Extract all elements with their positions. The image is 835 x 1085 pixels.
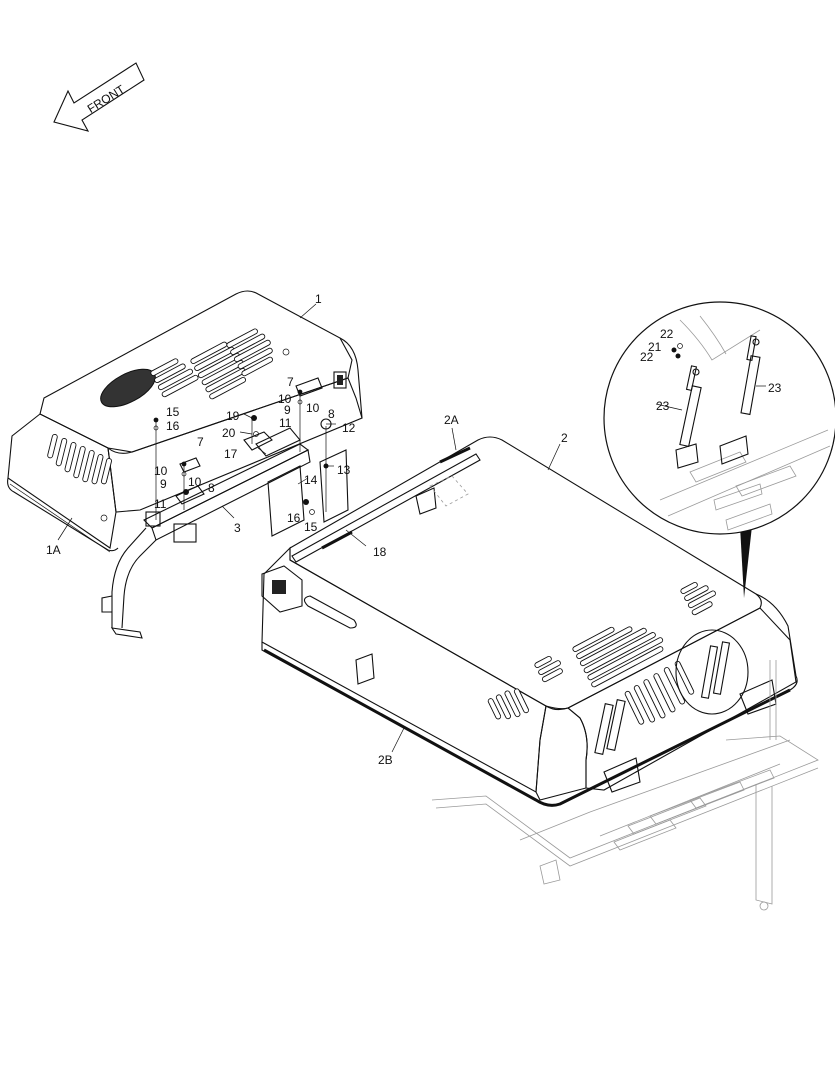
callout-14: 14 bbox=[304, 473, 318, 487]
callout-3: 3 bbox=[234, 521, 241, 535]
callout-11b: 11 bbox=[154, 497, 167, 511]
callout-1a: 1A bbox=[46, 543, 61, 557]
callout-labels: 1 1A 2 2A 2B 3 7 7 8 8 9 9 10 10 10 10 1… bbox=[46, 292, 782, 767]
callout-1: 1 bbox=[315, 292, 322, 306]
callout-10d: 10 bbox=[188, 475, 202, 489]
callout-21: 21 bbox=[648, 340, 662, 354]
callout-2: 2 bbox=[561, 431, 568, 445]
callout-2b: 2B bbox=[378, 753, 393, 767]
callout-8b: 8 bbox=[208, 481, 215, 495]
upper-cover-top-vents bbox=[150, 328, 273, 400]
callout-23b: 23 bbox=[768, 381, 782, 395]
callout-22a: 22 bbox=[660, 327, 674, 341]
callout-7b: 7 bbox=[197, 435, 204, 449]
callout-15a: 15 bbox=[166, 405, 180, 419]
fasteners-left bbox=[153, 377, 332, 520]
callout-20: 20 bbox=[222, 426, 236, 440]
hood-gas-struts bbox=[594, 629, 777, 793]
callout-9a: 9 bbox=[284, 403, 291, 417]
front-arrow-label: FRONT bbox=[85, 82, 128, 116]
callout-12: 12 bbox=[342, 421, 356, 435]
callout-23a: 23 bbox=[656, 399, 670, 413]
ghosted-machine-frame bbox=[431, 660, 819, 911]
callout-18: 18 bbox=[373, 545, 387, 559]
callout-17: 17 bbox=[224, 447, 238, 461]
main-hood-side-vents bbox=[487, 660, 695, 725]
upper-cover-front-vents bbox=[47, 433, 112, 485]
main-hood-top-vents bbox=[534, 581, 716, 688]
detail-background bbox=[659, 315, 831, 531]
front-arrow: FRONT bbox=[53, 62, 145, 132]
main-hood-2 bbox=[261, 436, 798, 807]
callout-13: 13 bbox=[337, 463, 351, 477]
leader-lines bbox=[57, 303, 766, 753]
callout-19: 19 bbox=[226, 409, 240, 423]
callout-22b: 22 bbox=[640, 350, 654, 364]
callout-10c: 10 bbox=[154, 464, 168, 478]
detail-magnifier bbox=[603, 301, 835, 598]
detail-struts bbox=[671, 335, 761, 469]
callout-8a: 8 bbox=[328, 407, 335, 421]
callout-2a: 2A bbox=[444, 413, 459, 427]
callout-10b: 10 bbox=[306, 401, 320, 415]
callout-7a: 7 bbox=[287, 375, 294, 389]
upper-cover-1 bbox=[7, 290, 363, 553]
support-frame-3 bbox=[101, 427, 349, 639]
callout-10a: 10 bbox=[278, 392, 292, 406]
callout-15b: 15 bbox=[304, 520, 318, 534]
callout-9b: 9 bbox=[160, 477, 167, 491]
callout-11a: 11 bbox=[279, 416, 292, 430]
callout-16b: 16 bbox=[287, 511, 301, 525]
callout-16a: 16 bbox=[166, 419, 180, 433]
